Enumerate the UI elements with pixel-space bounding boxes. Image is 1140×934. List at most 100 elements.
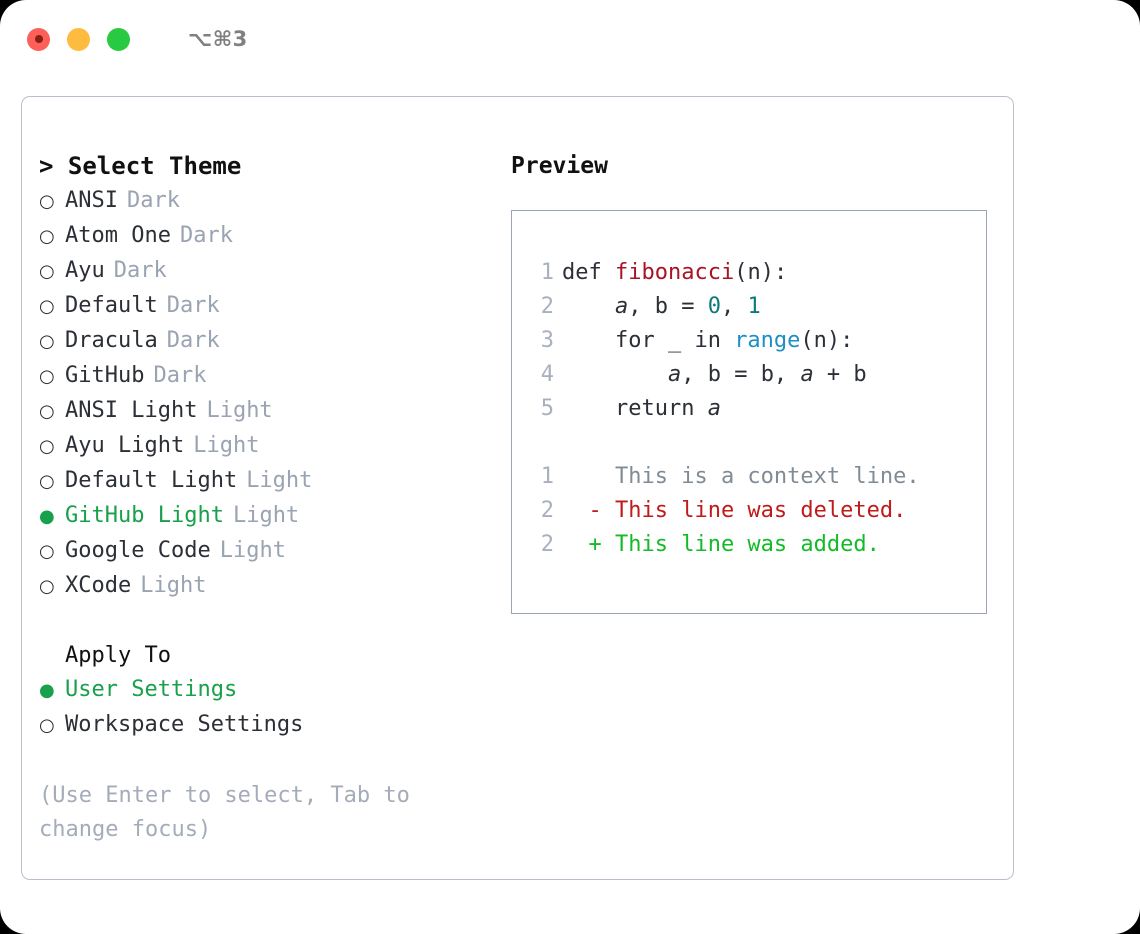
- diff-line-del: 2 - This line was deleted.: [512, 494, 986, 528]
- diff-line-text: This is a context line.: [562, 464, 920, 489]
- theme-variant-tag: Dark: [113, 258, 167, 283]
- apply-to-option-user-settings[interactable]: ● User Settings: [39, 673, 502, 708]
- code-line-number: 3: [540, 328, 554, 353]
- close-button-icon[interactable]: [27, 27, 50, 51]
- diff-sample: 1 This is a context line.2 - This line w…: [512, 460, 986, 562]
- code-line-number: 4: [540, 362, 554, 387]
- theme-option-label: Google Code: [65, 538, 211, 563]
- code-token-var: a: [614, 294, 629, 319]
- radio-unselected-icon: ○: [39, 401, 55, 422]
- keyboard-shortcut-label: ⌥⌘3: [188, 27, 248, 51]
- theme-variant-tag: Light: [246, 468, 313, 493]
- radio-selected-icon: ●: [39, 680, 55, 701]
- diff-line-text: + This line was added.: [562, 532, 880, 557]
- minimize-button-icon[interactable]: [67, 27, 90, 51]
- theme-variant-tag: Light: [193, 433, 260, 458]
- code-token-plain: ,: [628, 294, 655, 319]
- code-token-plain: =: [667, 294, 708, 319]
- theme-variant-tag: Light: [232, 503, 300, 528]
- apply-to-option-label: Workspace Settings: [65, 712, 304, 737]
- code-line-text: for _ in range(n):: [554, 324, 853, 358]
- theme-option-label: GitHub: [65, 363, 145, 388]
- close-dot-icon: [34, 35, 43, 43]
- keyboard-hint-text: (Use Enter to select, Tab to change focu…: [39, 783, 410, 842]
- theme-option-ayu[interactable]: ○ Ayu Dark: [39, 254, 502, 289]
- code-token-num: 0: [707, 294, 721, 319]
- radio-unselected-icon: ○: [39, 261, 55, 282]
- theme-variant-tag: Light: [206, 398, 273, 423]
- theme-option-ayu-light[interactable]: ○ Ayu Light Light: [39, 429, 502, 464]
- apply-to-section: Apply To ● User Settings ○ Workspace Settin…: [39, 639, 502, 743]
- radio-unselected-icon: ○: [39, 296, 55, 317]
- theme-option-google-code[interactable]: ○ Google Code Light: [39, 534, 502, 569]
- diff-line-text: - This line was deleted.: [562, 498, 907, 523]
- radio-unselected-icon: ○: [39, 715, 55, 736]
- diff-line-ctx: 1 This is a context line.: [512, 460, 986, 494]
- code-token-plain: (n):: [800, 328, 854, 353]
- theme-variant-tag: Dark: [153, 363, 207, 388]
- radio-unselected-icon: ○: [39, 541, 55, 562]
- code-token-var: a: [667, 362, 682, 387]
- code-line-text: def fibonacci(n):: [554, 256, 787, 290]
- apply-to-option-label: User Settings: [65, 677, 238, 702]
- code-line: 4 a, b = b, a + b: [512, 358, 986, 392]
- zoom-button-icon[interactable]: [107, 27, 130, 51]
- apply-to-option-list[interactable]: ● User Settings ○ Workspace Settings: [39, 673, 502, 743]
- code-line-text: a, b = b, a + b: [554, 358, 867, 392]
- theme-variant-tag: Light: [219, 538, 286, 563]
- code-line: 2 a, b = 0, 1: [512, 290, 986, 324]
- radio-unselected-icon: ○: [39, 191, 55, 212]
- code-line-number: 2: [540, 294, 554, 319]
- code-token-plain: + b: [813, 362, 867, 387]
- theme-option-label: Ayu Light: [65, 433, 185, 458]
- theme-option-label: Dracula: [65, 328, 158, 353]
- theme-option-default-light[interactable]: ○ Default Light Light: [39, 464, 502, 499]
- diff-line-number: 2: [540, 532, 554, 557]
- theme-option-ansi-light[interactable]: ○ ANSI Light Light: [39, 394, 502, 429]
- code-token-plain: , b = b,: [681, 362, 801, 387]
- code-token-plain: for _ in: [562, 328, 735, 353]
- code-token-fn: fibonacci: [614, 260, 735, 285]
- radio-unselected-icon: ○: [39, 576, 55, 597]
- code-line: 5 return a: [512, 392, 986, 426]
- preview-spacer: [512, 426, 986, 460]
- code-token-plain: [562, 362, 668, 387]
- theme-option-dracula[interactable]: ○ Dracula Dark: [39, 324, 502, 359]
- theme-option-label: Atom One: [65, 223, 171, 248]
- theme-option-label: Default: [65, 293, 158, 318]
- theme-variant-tag: Dark: [166, 328, 220, 353]
- diff-line-number: 2: [540, 498, 554, 523]
- theme-variant-tag: Light: [140, 573, 207, 598]
- theme-option-label: Ayu: [65, 258, 105, 283]
- apply-to-heading: Apply To: [65, 643, 171, 668]
- radio-unselected-icon: ○: [39, 436, 55, 457]
- theme-option-label: Default Light: [65, 468, 238, 493]
- code-token-var: a: [800, 362, 814, 387]
- radio-unselected-icon: ○: [39, 331, 55, 352]
- theme-option-label: ANSI Light: [65, 398, 198, 423]
- preview-heading: Preview: [511, 153, 608, 179]
- theme-option-label: GitHub Light: [65, 503, 224, 528]
- code-token-plain: ,: [720, 294, 748, 319]
- title-bar: ⌥⌘3: [0, 0, 1140, 78]
- code-token-plain: [562, 294, 615, 319]
- code-line: 3 for _ in range(n):: [512, 324, 986, 358]
- radio-unselected-icon: ○: [39, 471, 55, 492]
- apply-to-option-workspace-settings[interactable]: ○ Workspace Settings: [39, 708, 502, 743]
- code-token-plain: return: [562, 396, 708, 421]
- code-token-bi: range: [734, 328, 801, 353]
